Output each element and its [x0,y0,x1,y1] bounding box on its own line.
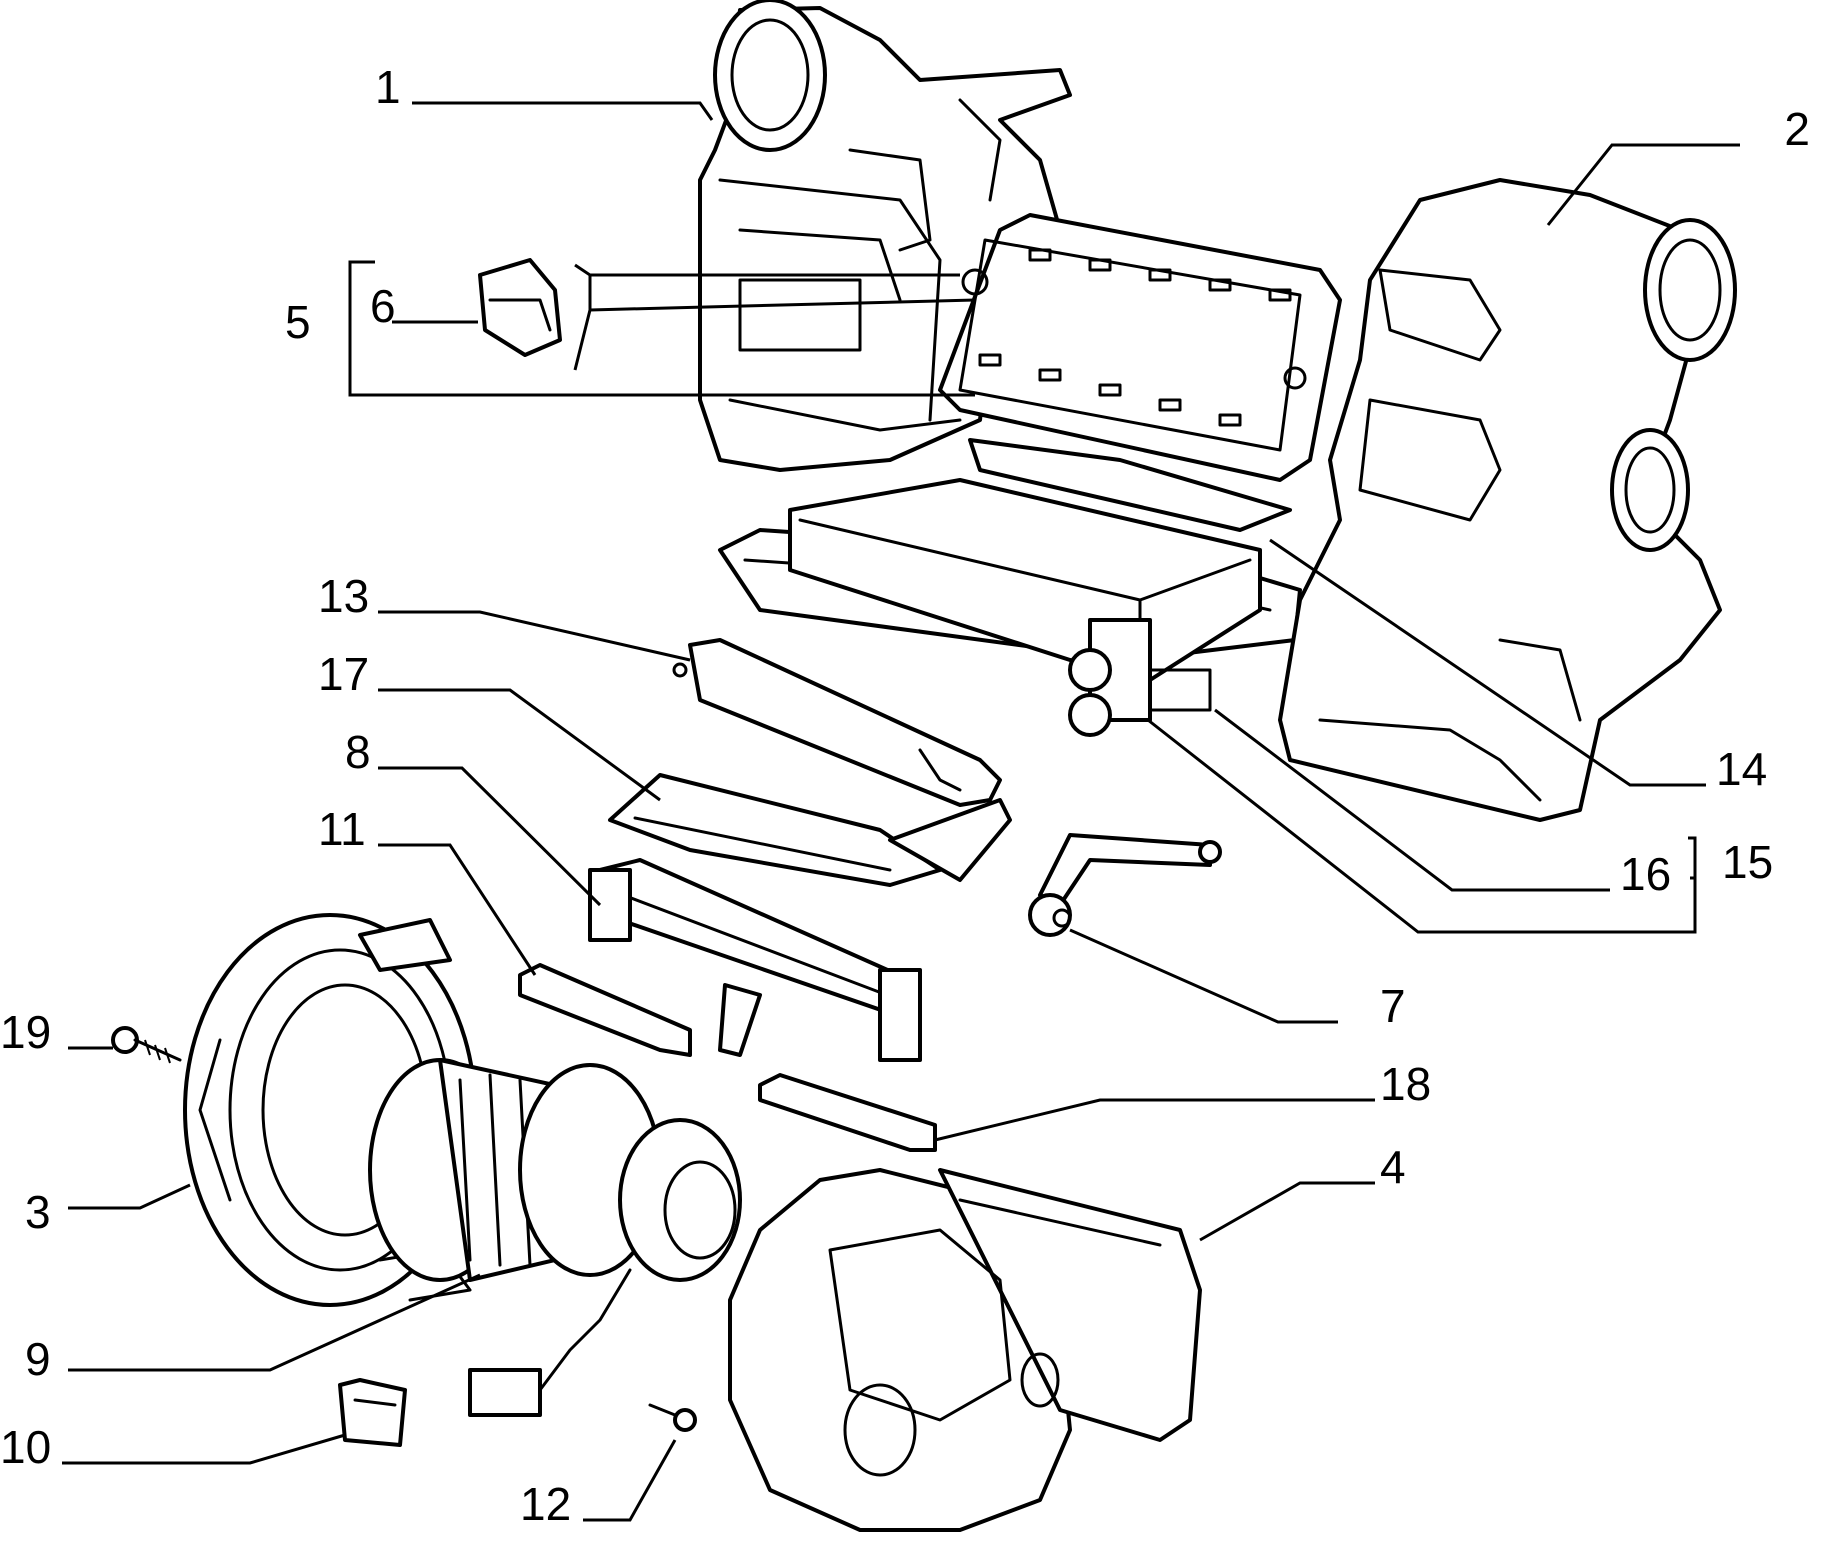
leader-16 [1214,708,1610,892]
callout-4: 4 [1380,1141,1406,1193]
callout-2: 2 [1784,103,1810,155]
leader-12 [583,1439,677,1522]
part-8-frame [588,858,922,1062]
bracket-6-right [573,263,592,371]
callout-18: 18 [1380,1058,1431,1110]
leader-13 [378,610,691,662]
leader-18 [934,1098,1375,1142]
bracket-15 [1147,718,1697,934]
leader-9 [68,1273,481,1372]
leader-3 [68,1183,191,1210]
leader-7 [1069,928,1338,1024]
part-4-blower-rear [728,1168,1202,1532]
part-9-blower-motor [368,1058,742,1417]
callout-10: 10 [0,1421,51,1473]
callout-13: 13 [318,570,369,622]
part-19-screw [111,1026,182,1064]
callout-8: 8 [345,726,371,778]
part-11-duct [518,963,692,1057]
callout-6: 6 [370,280,396,332]
leader-11 [378,843,537,976]
leader-4 [1199,1181,1375,1242]
callout-19: 19 [0,1006,51,1058]
callout-14: 14 [1716,743,1767,795]
callout-9: 9 [25,1333,51,1385]
callout-12: 12 [520,1478,571,1530]
bracket-5 [348,260,975,397]
callout-11: 11 [318,803,366,855]
part-17-flap [608,773,1012,887]
callout-labels: 1 2 3 4 5 6 7 8 9 10 11 12 13 14 15 16 1… [0,61,1810,1530]
part-18-duct [758,1073,937,1152]
part-10-clip [338,1378,407,1447]
heater-core [788,478,1262,737]
leader-2 [1546,143,1740,226]
callout-17: 17 [318,648,369,700]
callout-7: 7 [1380,980,1406,1032]
leader-8 [378,766,602,907]
leader-1 [412,101,714,121]
leader-6d [589,298,976,312]
leader-10 [62,1433,346,1465]
filter-panel [938,213,1342,482]
callout-5: 5 [285,296,311,348]
leader-17 [378,688,661,802]
leader-14 [1269,538,1706,787]
part-7-lever [1028,833,1222,937]
callout-15: 15 [1722,836,1773,888]
part-6-clip [478,258,562,357]
part-13-flap [672,638,1002,807]
leader-lines [62,101,1740,1522]
part-12-screw [648,1403,697,1432]
part-2-right-housing [1278,178,1737,822]
callout-1: 1 [375,61,401,113]
callout-3: 3 [25,1186,51,1238]
callout-16: 16 [1620,848,1671,900]
